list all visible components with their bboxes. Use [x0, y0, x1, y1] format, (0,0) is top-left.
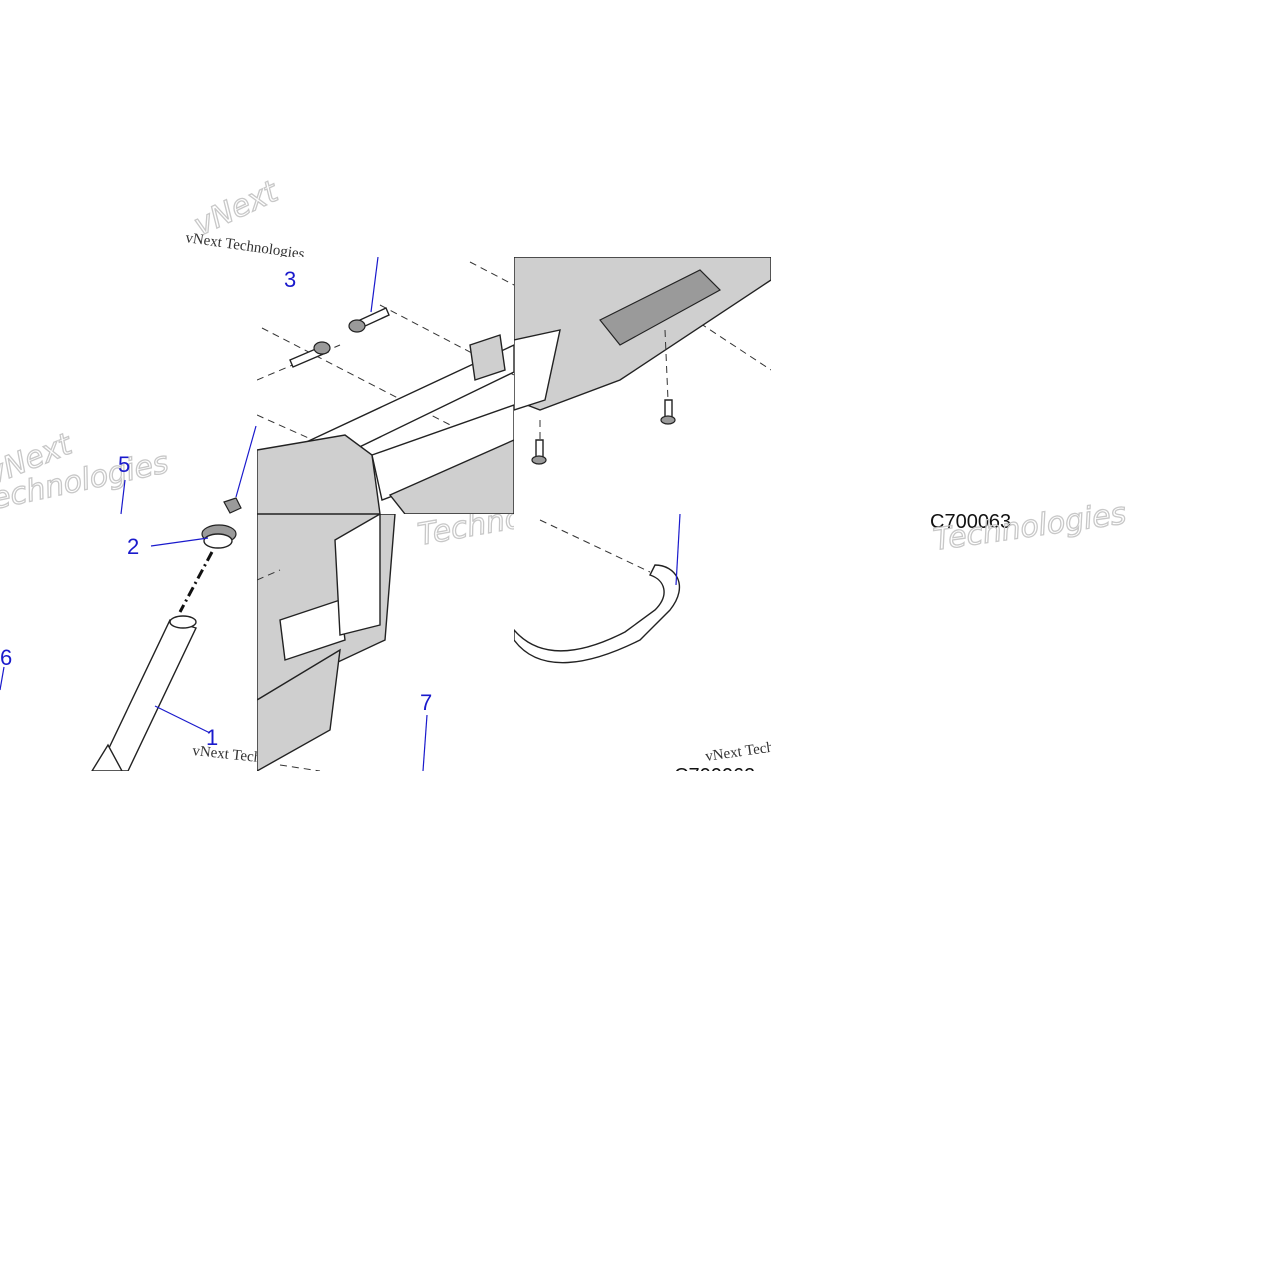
callout-3: 3 [284, 267, 296, 292]
nut-part [223, 497, 242, 514]
bolt-part [289, 341, 331, 368]
leader-nut [235, 425, 257, 498]
tube-part [97, 615, 197, 771]
grab-handle-part [514, 564, 681, 664]
assembly-axis [178, 551, 214, 613]
tile-pole-assembly: vNext Technologies [0, 514, 257, 771]
callout-7: 7 [420, 690, 432, 715]
tile-frame-upper [257, 257, 514, 514]
bolt-part [660, 329, 676, 425]
watermark-word: Technologies [931, 496, 1128, 558]
plug-part [201, 524, 237, 549]
frame-lower-part [257, 514, 396, 771]
leader-2 [150, 537, 209, 547]
watermark-left: vNext Technologies [0, 426, 172, 521]
diagram-code-b: C700062 [674, 765, 755, 787]
callout-2: 2 [127, 534, 139, 559]
bumper-part [514, 257, 771, 411]
tile-frame-lower: Technologies [257, 514, 514, 771]
code-fragment: ies Inc. [770, 255, 833, 277]
bolt-part [531, 439, 547, 465]
callout-5: 5 [118, 452, 130, 477]
diagram-code-a: C700063 [930, 511, 1011, 533]
callout-6: 6 [0, 645, 12, 670]
bolt-part [348, 307, 390, 333]
tile-bumper-upper: ies Inc. [514, 255, 833, 514]
frame-bar-part [257, 334, 514, 514]
code-block-right: C700063 Technologies [930, 496, 1129, 559]
tile-handle: vNext Technologies C700062 Technologies [514, 514, 771, 787]
leader-5 [120, 479, 126, 515]
watermark-top-left: vNext vNext Technologies [184, 173, 305, 263]
callout-1: 1 [206, 725, 218, 750]
